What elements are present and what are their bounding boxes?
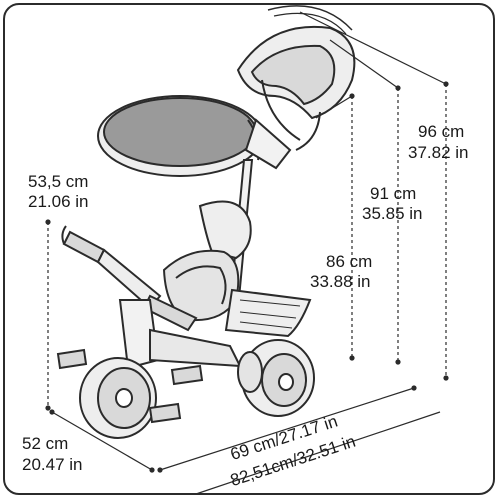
width-in-label: 20.47 in <box>22 455 83 474</box>
pedals <box>56 348 204 424</box>
handle-height-cm-label: 53,5 cm <box>28 172 89 191</box>
dimension-lines <box>45 11 449 495</box>
canopy-top-in-label: 37.82 in <box>408 143 469 162</box>
sunshade <box>97 95 263 177</box>
canopy-mid-cm-label: 91 cm <box>370 184 417 203</box>
width-cm-label: 52 cm <box>22 434 69 453</box>
front-wheel <box>79 357 157 439</box>
handlebar <box>61 225 198 332</box>
canopy-hood <box>236 5 356 151</box>
canopy-mid-in-label: 35.85 in <box>362 204 423 223</box>
handle-height-in-label: 21.06 in <box>28 192 89 211</box>
frame-basket <box>118 288 312 370</box>
canopy-top-cm-label: 96 cm <box>418 122 465 141</box>
rounded-border <box>3 3 495 495</box>
seat-back-cm-label: 86 cm <box>326 252 373 271</box>
rear-wheel <box>237 339 315 417</box>
seat-back-in-label: 33.88 in <box>310 272 371 291</box>
